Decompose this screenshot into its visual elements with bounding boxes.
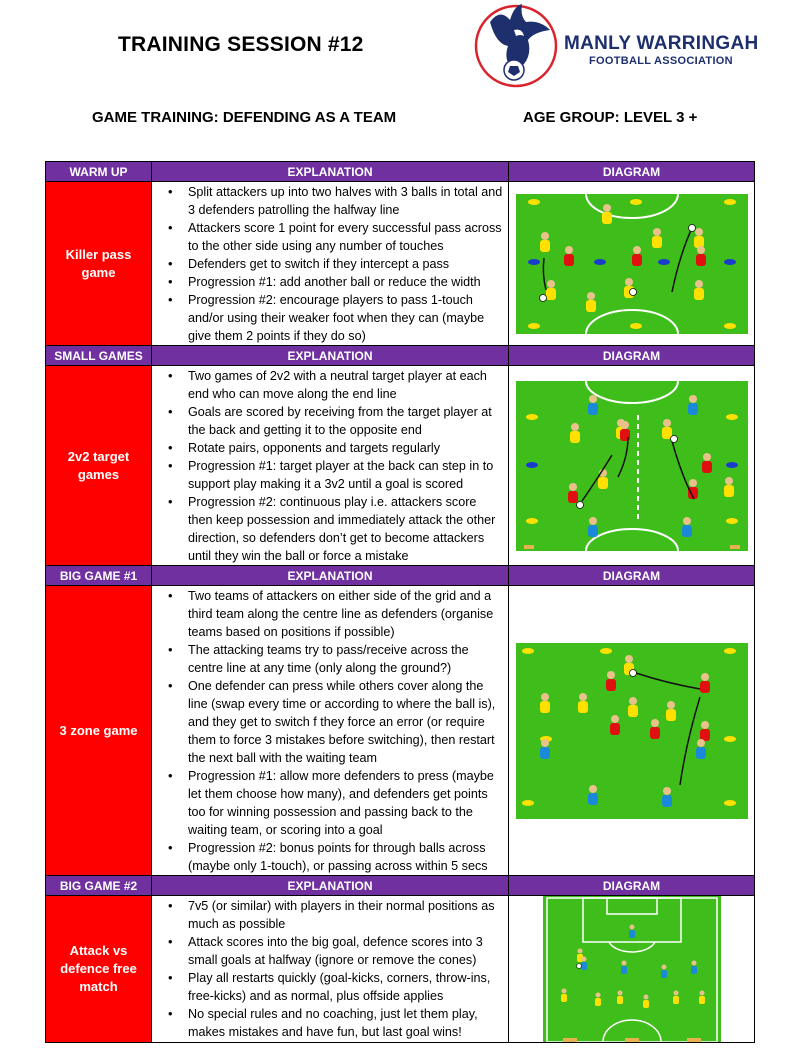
bullet-item: Progression #1: target player at the bac… xyxy=(166,457,504,493)
explanation-header: EXPLANATION xyxy=(152,162,509,181)
bullet-list: Two teams of attackers on either side of… xyxy=(166,587,504,875)
diagram-header: DIAGRAM xyxy=(602,878,661,893)
section-row: 2v2 target games Two games of 2v2 with a… xyxy=(46,366,754,566)
explanation-header: EXPLANATION xyxy=(152,876,509,895)
bullet-item: 7v5 (or similar) with players in their n… xyxy=(166,897,504,933)
section-header: BIG GAME #2 xyxy=(46,876,152,895)
bullet-item: Attack scores into the big goal, defence… xyxy=(166,933,504,969)
bullet-item: Progression #2: encourage players to pas… xyxy=(166,291,504,345)
activity-name: 2v2 target games xyxy=(46,366,152,565)
bullet-item: Two games of 2v2 with a neutral target p… xyxy=(166,367,504,403)
pitch-diagram xyxy=(515,193,748,334)
eagle-logo-icon xyxy=(474,4,558,88)
bullet-item: Rotate pairs, opponents and targets regu… xyxy=(166,439,504,457)
explanation-header: EXPLANATION xyxy=(152,346,509,365)
bullet-item: Goals are scored by receiving from the t… xyxy=(166,403,504,439)
bullet-item: Play all restarts quickly (goal-kicks, c… xyxy=(166,969,504,1005)
section-row: Attack vs defence free match 7v5 (or sim… xyxy=(46,896,754,1043)
section-header: WARM UP xyxy=(46,162,152,181)
explanation-cell: 7v5 (or similar) with players in their n… xyxy=(152,896,509,1042)
bullet-list: Split attackers up into two halves with … xyxy=(166,183,504,345)
logo-name: MANLY WARRINGAH xyxy=(564,33,759,54)
bullet-item: Progression #1: add another ball or redu… xyxy=(166,273,504,291)
bullet-item: The attacking teams try to pass/receive … xyxy=(166,641,504,677)
age-group: AGE GROUP: LEVEL 3 + xyxy=(523,109,698,126)
section-row: 3 zone game Two teams of attackers on ei… xyxy=(46,586,754,876)
bullet-item: Progression #2: continuous play i.e. att… xyxy=(166,493,504,565)
bullet-list: Two games of 2v2 with a neutral target p… xyxy=(166,367,504,565)
section-header: BIG GAME #1 xyxy=(46,566,152,585)
section-header-row: BIG GAME #1 EXPLANATION DIAGRAM xyxy=(46,566,754,586)
diagram-cell xyxy=(509,182,754,345)
bullet-item: Progression #2: bonus points for through… xyxy=(166,839,504,875)
pitch-diagram xyxy=(515,380,748,551)
bullet-list: 7v5 (or similar) with players in their n… xyxy=(166,897,504,1041)
section-header-row: BIG GAME #2 EXPLANATION DIAGRAM xyxy=(46,876,754,896)
diagram-cell xyxy=(509,586,754,875)
pitch-diagram xyxy=(515,642,748,819)
bullet-item: Split attackers up into two halves with … xyxy=(166,183,504,219)
activity-name: 3 zone game xyxy=(46,586,152,875)
explanation-cell: Two games of 2v2 with a neutral target p… xyxy=(152,366,509,565)
explanation-header: EXPLANATION xyxy=(152,566,509,585)
session-subtitle: GAME TRAINING: DEFENDING AS A TEAM xyxy=(92,109,397,126)
session-table: WARM UP EXPLANATION DIAGRAM Killer pass … xyxy=(45,161,755,1043)
activity-name: Killer pass game xyxy=(46,182,152,345)
section-header-row: WARM UP EXPLANATION DIAGRAM xyxy=(46,162,754,182)
section-header-row: SMALL GAMES EXPLANATION DIAGRAM xyxy=(46,346,754,366)
pitch-diagram xyxy=(542,896,721,1042)
explanation-cell: Two teams of attackers on either side of… xyxy=(152,586,509,875)
page-title: TRAINING SESSION #12 xyxy=(118,33,364,56)
logo-subtitle: FOOTBALL ASSOCIATION xyxy=(589,55,733,67)
diagram-cell xyxy=(509,896,754,1042)
bullet-item: Attackers score 1 point for every succes… xyxy=(166,219,504,255)
diagram-header: DIAGRAM xyxy=(602,568,661,583)
bullet-item: Progression #1: allow more defenders to … xyxy=(166,767,504,839)
diagram-header: DIAGRAM xyxy=(602,348,661,363)
section-row: Killer pass game Split attackers up into… xyxy=(46,182,754,346)
diagram-cell xyxy=(509,366,754,565)
activity-name: Attack vs defence free match xyxy=(46,896,152,1042)
explanation-cell: Split attackers up into two halves with … xyxy=(152,182,509,345)
section-header: SMALL GAMES xyxy=(46,346,152,365)
bullet-item: Two teams of attackers on either side of… xyxy=(166,587,504,641)
bullet-item: One defender can press while others cove… xyxy=(166,677,504,767)
bullet-item: Defenders get to switch if they intercep… xyxy=(166,255,504,273)
diagram-header: DIAGRAM xyxy=(602,164,661,179)
bullet-item: No special rules and no coaching, just l… xyxy=(166,1005,504,1041)
club-logo: MANLY WARRINGAH FOOTBALL ASSOCIATION xyxy=(470,0,770,90)
